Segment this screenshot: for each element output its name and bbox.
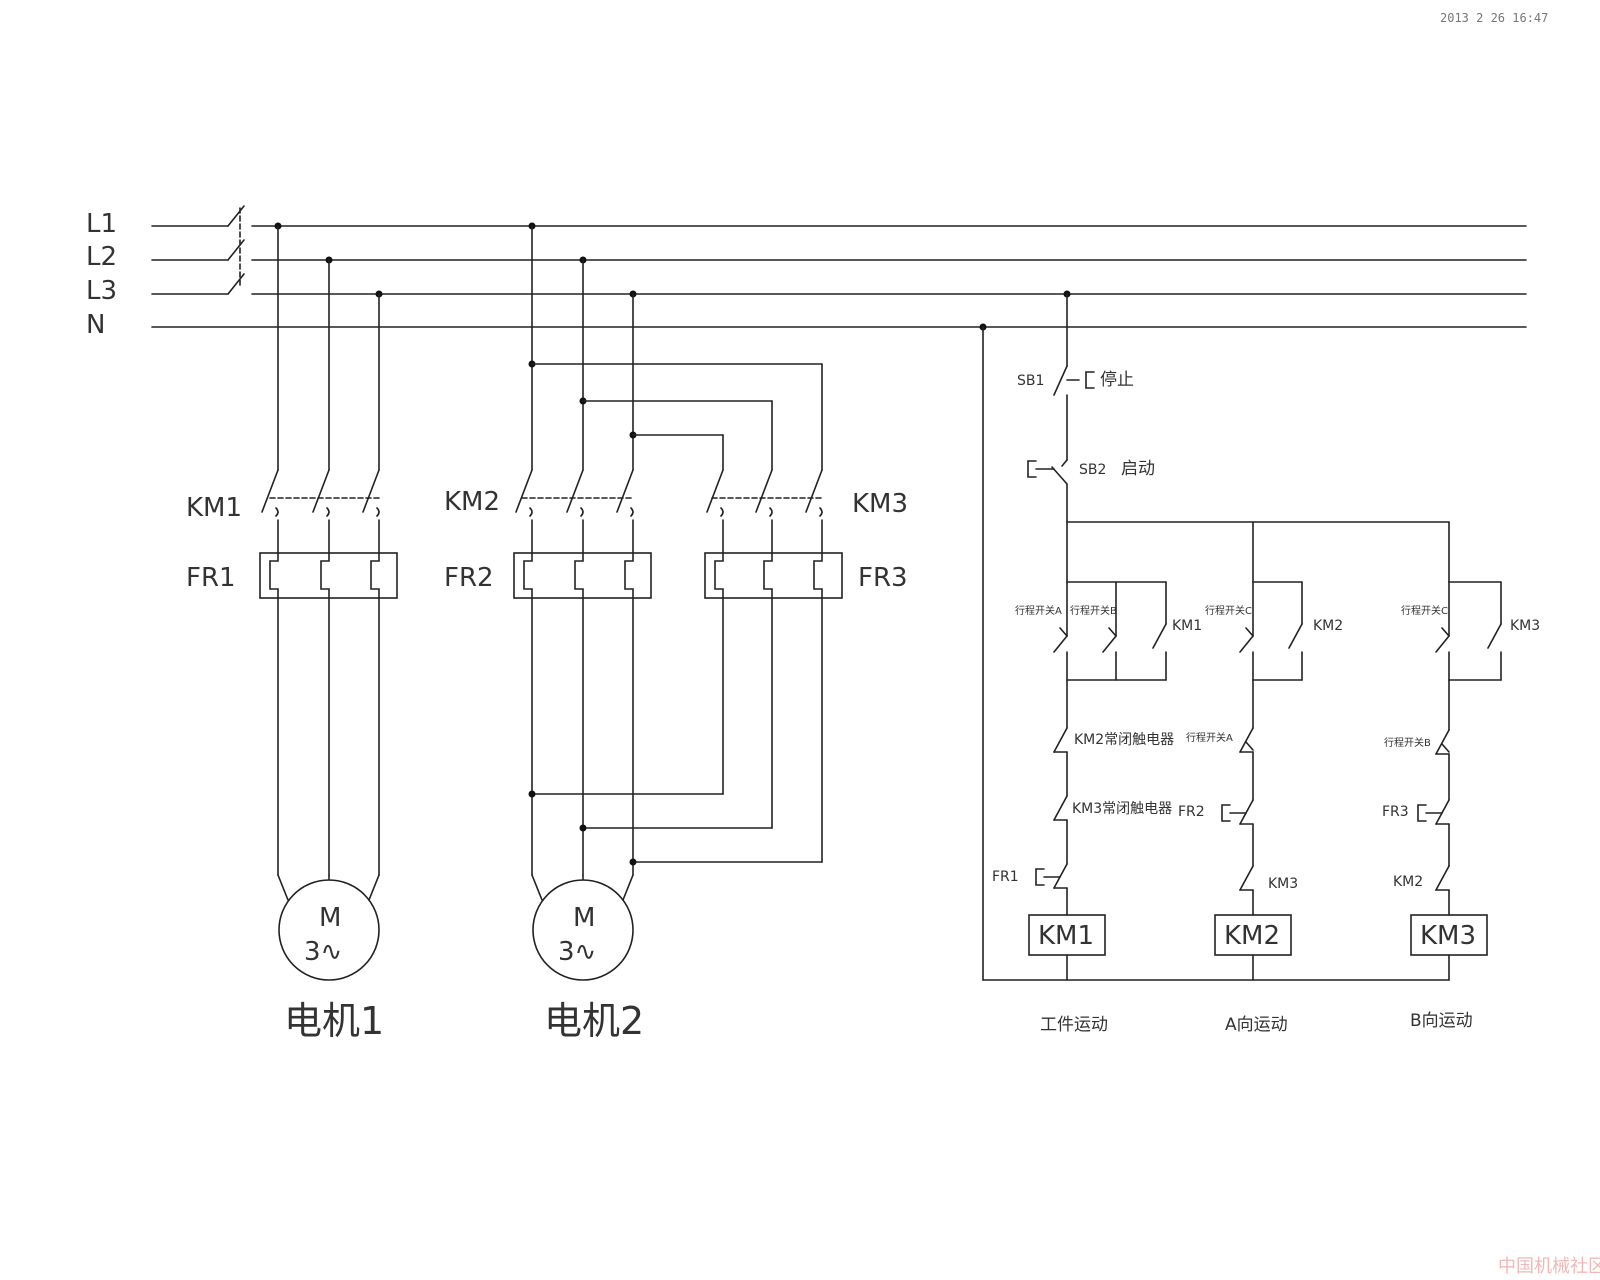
c1-switch-a-label: 行程开关A (1015, 604, 1062, 617)
c3-fr-label: FR3 (1382, 804, 1409, 820)
c2-switch-c-label: 行程开关C (1205, 604, 1252, 617)
km1-label: KM1 (186, 493, 242, 523)
motor-2-label: 电机2 (544, 999, 644, 1043)
start-label: 启动 (1121, 459, 1155, 479)
sb2-label: SB2 (1079, 462, 1106, 478)
fr2-label: FR2 (444, 563, 494, 593)
c1-hold-label: KM1 (1172, 618, 1202, 634)
motor-2-phase: 3∿ (558, 937, 596, 967)
control-column-1: 行程开关A 行程开关B KM1 KM2常闭触电器 KM3常闭触电器 FR1 KM… (992, 521, 1202, 1035)
motor-1-label: 电机1 (284, 999, 384, 1043)
c2-fr-label: FR2 (1178, 804, 1205, 820)
motor-2-m: M (573, 903, 595, 933)
c3-caption: B向运动 (1410, 1011, 1473, 1031)
motor-1-symbol (278, 879, 380, 981)
motor-1-m: M (319, 903, 341, 933)
c1-interlock-2-label: KM3常闭触电器 (1072, 801, 1172, 817)
control-circuit: SB1 停止 SB2 启动 行程开关A 行程开关B (979, 290, 1540, 1035)
km2-label: KM2 (444, 487, 500, 517)
km2-coil-label: KM2 (1224, 921, 1280, 951)
sb1-label: SB1 (1017, 373, 1044, 389)
km1-coil-label: KM1 (1038, 921, 1094, 951)
fr1-label: FR1 (186, 563, 236, 593)
km3-coil-label: KM3 (1420, 921, 1476, 951)
fr2-thermal-relay (513, 552, 652, 599)
control-column-2: 行程开关C KM2 行程开关A FR2 KM3 KM2 A向运动 (1178, 521, 1343, 1035)
c2-interlock-label: KM3 (1268, 876, 1298, 892)
line-label-l3: L3 (86, 276, 117, 306)
supply-lines: L1 L2 L3 N (86, 205, 1527, 340)
c3-switch-c-label: 行程开关C (1401, 604, 1448, 617)
line-label-l2: L2 (86, 242, 117, 272)
km3-main-contacts (706, 469, 823, 517)
control-column-3: 行程开关C KM3 行程开关B FR3 KM2 KM3 B向运动 (1382, 521, 1540, 1031)
km3-label: KM3 (852, 489, 908, 519)
c1-caption: 工件运动 (1040, 1015, 1108, 1035)
c3-interlock-label: KM2 (1393, 874, 1423, 890)
fr3-thermal-relay (704, 552, 843, 599)
km1-main-contacts (261, 469, 380, 517)
motor-1-phase: 3∿ (304, 937, 342, 967)
c1-switch-b-label: 行程开关B (1070, 604, 1117, 617)
fr3-label: FR3 (858, 563, 908, 593)
line-label-n: N (86, 310, 105, 340)
motor-2-symbol (532, 879, 634, 981)
timestamp: 2013 2 26 16:47 (1440, 11, 1548, 25)
line-label-l1: L1 (86, 209, 117, 239)
motor-2-power-circuit: KM2 KM3 FR2 FR3 (444, 222, 908, 1043)
c3-limit-label: 行程开关B (1384, 736, 1431, 749)
watermark: 中国机械社区 (1498, 1256, 1600, 1277)
c1-interlock-1-label: KM2常闭触电器 (1074, 732, 1174, 748)
c2-caption: A向运动 (1225, 1015, 1288, 1035)
c1-fr-label: FR1 (992, 869, 1019, 885)
stop-label: 停止 (1100, 370, 1134, 390)
c2-hold-label: KM2 (1313, 618, 1343, 634)
c2-limit-label: 行程开关A (1186, 731, 1233, 744)
c3-hold-label: KM3 (1510, 618, 1540, 634)
km2-main-contacts (515, 469, 634, 517)
motor-1-power-circuit: KM1 FR1 M 3∿ 电机1 (186, 222, 398, 1043)
fr1-thermal-relay (259, 552, 398, 599)
